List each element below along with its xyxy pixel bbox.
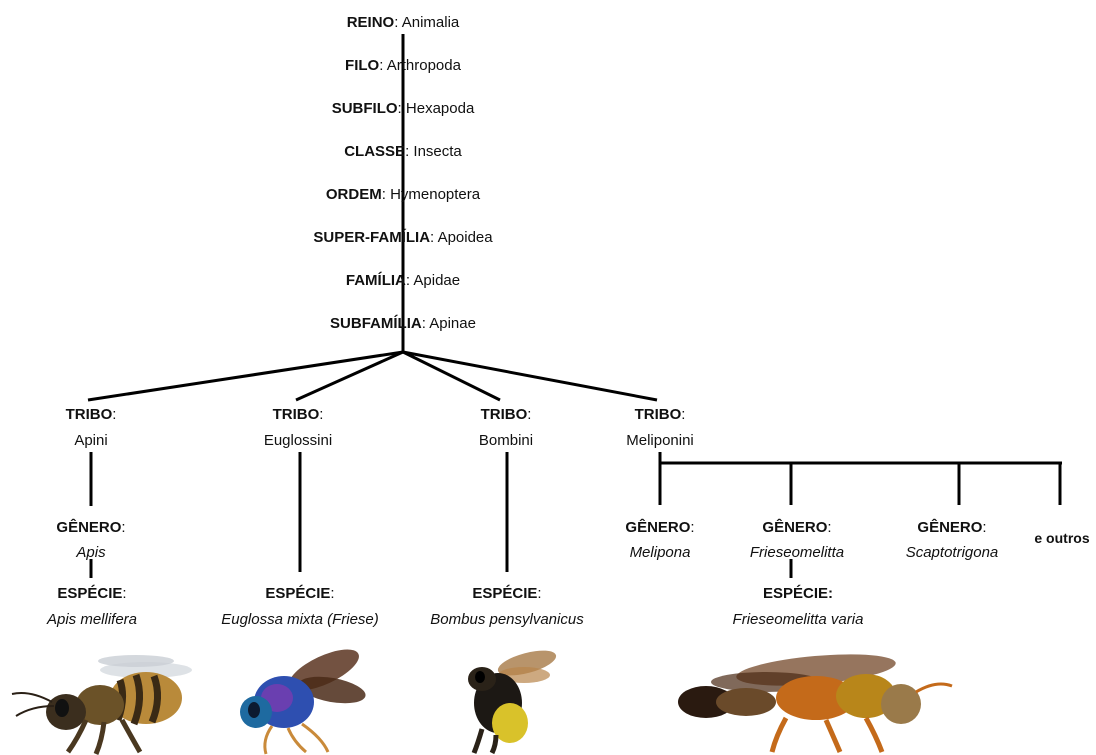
genus-scaptotrigona: GÊNERO: Scaptotrigona (906, 515, 999, 565)
tribe-bombini: TRIBO: Bombini (479, 402, 533, 454)
honeybee-photo (8, 650, 193, 755)
branch-meliponini (403, 352, 657, 400)
taxon-subfilo: SUBFILO: Hexapoda (332, 100, 475, 118)
genus-frieseomelitta: GÊNERO: Frieseomelitta (750, 515, 844, 565)
taxon-superfamilia: SUPER-FAMÍLIA: Apoidea (313, 229, 492, 247)
tribe-euglossini: TRIBO: Euglossini (264, 402, 332, 454)
species-euglossa-mixta: ESPÉCIE: Euglossa mixta (Friese) (221, 581, 379, 633)
species-frieseomelitta-varia: ESPÉCIE: Frieseomelitta varia (733, 581, 864, 633)
branch-bombini (403, 352, 500, 400)
species-bombus-pensylvanicus: ESPÉCIE: Bombus pensylvanicus (430, 581, 583, 633)
orchid-bee-photo (232, 640, 382, 755)
genus-apis: GÊNERO: Apis (56, 515, 125, 565)
taxon-subfamilia: SUBFAMÍLIA: Apinae (330, 315, 476, 333)
species-apis-mellifera: ESPÉCIE: Apis mellifera (47, 581, 137, 633)
taxon-filo: FILO: Arthropoda (345, 57, 461, 75)
tribe-apini: TRIBO: Apini (66, 402, 117, 454)
taxon-reino: REINO: Animalia (347, 14, 460, 32)
branch-apini (88, 352, 403, 400)
stingless-bee-photo (676, 640, 956, 755)
taxon-ordem: ORDEM: Hymenoptera (326, 186, 480, 204)
taxon-classe: CLASSE: Insecta (344, 143, 462, 161)
tribe-meliponini: TRIBO: Meliponini (626, 402, 694, 454)
taxon-familia: FAMÍLIA: Apidae (346, 272, 460, 290)
bumblebee-photo (452, 645, 562, 755)
genus-melipona: GÊNERO: Melipona (625, 515, 694, 565)
others-label: e outros (1034, 529, 1089, 547)
